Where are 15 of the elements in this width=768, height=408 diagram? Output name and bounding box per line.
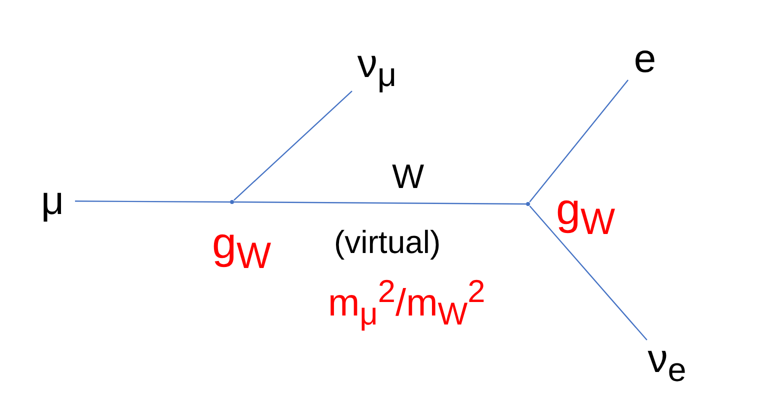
particle-line — [529, 80, 629, 202]
vertex-point — [230, 200, 234, 204]
particle-line — [234, 90, 352, 201]
coupling-label: g$_{W}$ — [212, 222, 272, 274]
particle-line — [75, 200, 230, 203]
edge-label: W — [392, 160, 424, 194]
particle-line — [529, 206, 648, 340]
particle-label: ν$_{μ}$ — [352, 44, 402, 92]
vertex-point — [526, 202, 530, 206]
particle-label: ν$_{e}$ — [635, 340, 699, 386]
coupling-label: g$_{W}$ — [556, 188, 616, 240]
note-label: (virtual) — [334, 226, 441, 258]
particle-label: μ — [30, 180, 75, 222]
particle-label: e — [628, 38, 662, 80]
particle-line — [234, 201, 526, 205]
